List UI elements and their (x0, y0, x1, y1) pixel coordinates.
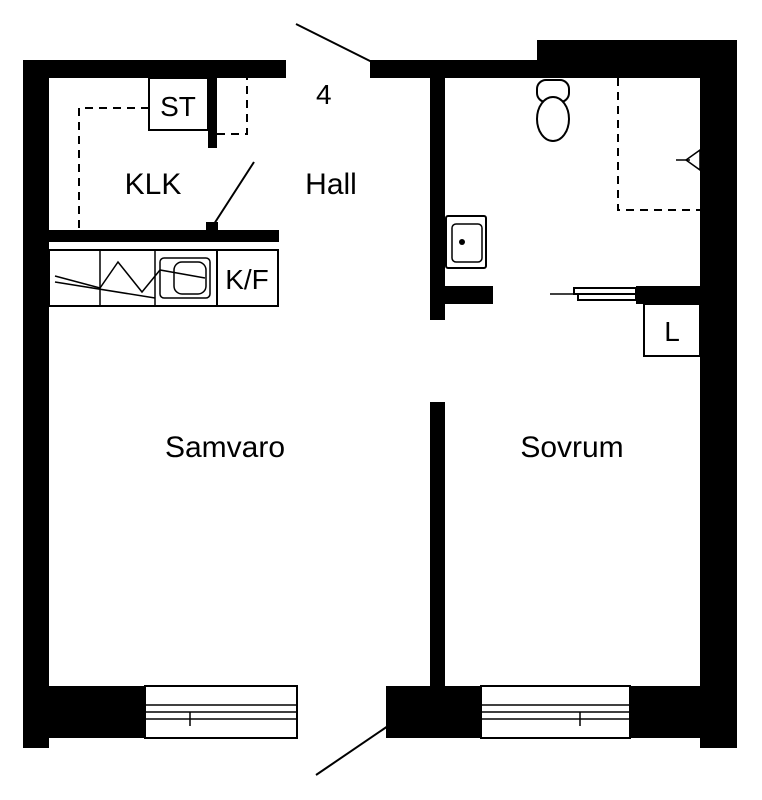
hall-label: Hall (305, 168, 357, 201)
bottom-wall-middle (386, 686, 481, 738)
bedroom-label: Sovrum (520, 431, 623, 464)
shower-area (617, 78, 701, 211)
walls (23, 40, 737, 748)
living-room-label: Samvaro (165, 431, 285, 464)
toilet-icon (536, 79, 570, 142)
kitchen-top-wall (49, 230, 279, 242)
left-wall (23, 60, 49, 748)
sliding-door (550, 287, 637, 301)
klk-label: KLK (125, 168, 182, 201)
washbasin-icon (445, 215, 487, 269)
right-wall (700, 40, 737, 748)
bottom-wall-left (23, 686, 145, 738)
wardrobe-label: L (664, 316, 680, 347)
top-wall-left (23, 60, 286, 78)
storage-label: ST (160, 91, 196, 122)
bathroom-bottom-wall (445, 286, 493, 304)
storage-box (148, 77, 209, 131)
fridge-freezer (216, 249, 279, 307)
apartment-number: 4 (316, 79, 332, 110)
sink-icon (159, 257, 211, 299)
storage-dashed-outline (217, 78, 248, 135)
balcony-door-swing (315, 725, 389, 776)
klk-dashed-outline (78, 107, 149, 230)
window-bedroom (480, 685, 631, 739)
storage-partition (208, 78, 217, 148)
fridge-freezer-label: K/F (225, 264, 269, 295)
bathroom-left-wall (430, 78, 445, 320)
kitchen-counter (48, 249, 279, 307)
entrance-door-swing (295, 23, 373, 63)
bottom-wall-right (630, 686, 737, 738)
top-wall-middle (370, 60, 540, 78)
bathroom-bottom-wall-right (636, 286, 700, 304)
wardrobe-box (643, 303, 701, 357)
klk-door-swing (213, 161, 255, 225)
klk-door-jamb (206, 222, 218, 242)
bedroom-divider-wall (430, 402, 445, 686)
window-living (144, 685, 298, 739)
